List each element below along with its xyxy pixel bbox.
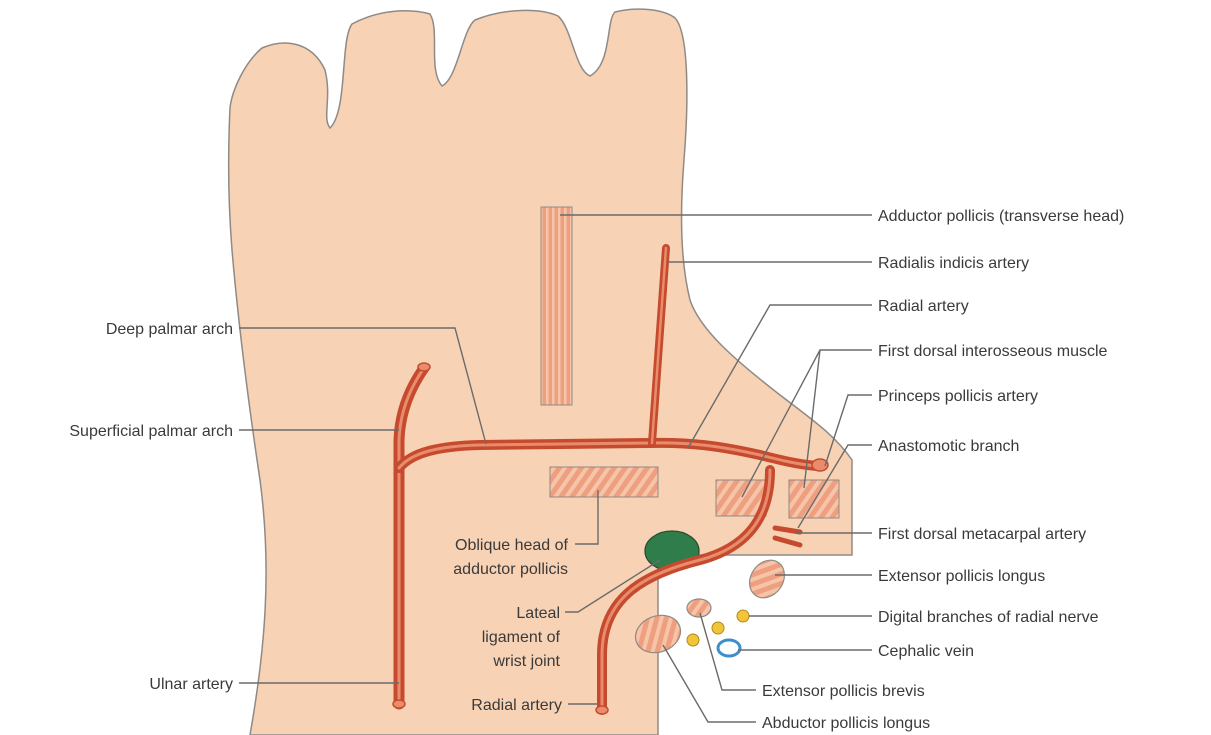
radial-nerve-branch-3 [687, 634, 699, 646]
adductor-transverse-muscle [541, 207, 572, 405]
label-oblique-head-line1: Oblique head of [455, 537, 569, 554]
label-lateral-ligament-line2: ligament of [482, 629, 561, 646]
ulnar-artery-cut-end [418, 363, 430, 371]
label-oblique-head-line2: adductor pollicis [453, 561, 568, 578]
label-first-dorsal-interosseous: First dorsal interosseous muscle [878, 343, 1108, 360]
label-extensor-pollicis-brevis: Extensor pollicis brevis [762, 683, 925, 700]
label-radial-artery-top: Radial artery [878, 298, 969, 315]
cephalic-vein-lumen [724, 645, 734, 652]
label-digital-branches: Digital branches of radial nerve [878, 609, 1099, 626]
label-abductor-pollicis-longus: Abductor pollicis longus [762, 715, 930, 732]
radial-nerve-branch-1 [737, 610, 749, 622]
label-first-dorsal-metacarpal: First dorsal metacarpal artery [878, 526, 1086, 543]
leader-abductor-pollicis-longus [663, 645, 756, 722]
label-cephalic-vein: Cephalic vein [878, 643, 974, 660]
extensor-pollicis-brevis-tendon [687, 599, 711, 617]
label-ulnar-artery: Ulnar artery [149, 676, 233, 693]
label-princeps-pollicis: Princeps pollicis artery [878, 388, 1038, 405]
label-lateral-ligament-line3: wrist joint [492, 653, 560, 670]
radial-artery-bottom-end [596, 706, 608, 714]
label-anastomotic-branch: Anastomotic branch [878, 438, 1019, 455]
radial-nerve-branch-2 [712, 622, 724, 634]
interosseous-muscle-2 [789, 480, 839, 518]
label-radial-artery-bottom: Radial artery [471, 697, 562, 714]
hand-outline [229, 9, 852, 735]
leader-extensor-pollicis-brevis [700, 613, 756, 690]
label-adductor-transverse: Adductor pollicis (transverse head) [878, 208, 1124, 225]
label-extensor-pollicis-longus: Extensor pollicis longus [878, 568, 1045, 585]
label-superficial-palmar-arch: Superficial palmar arch [69, 423, 233, 440]
ulnar-artery-bottom-end [393, 700, 405, 708]
label-deep-palmar-arch: Deep palmar arch [106, 321, 233, 338]
oblique-head-muscle [550, 467, 658, 497]
extensor-pollicis-longus-tendon [742, 553, 791, 604]
label-radialis-indicis: Radialis indicis artery [878, 255, 1029, 272]
label-lateral-ligament-line1: Lateal [516, 605, 560, 622]
